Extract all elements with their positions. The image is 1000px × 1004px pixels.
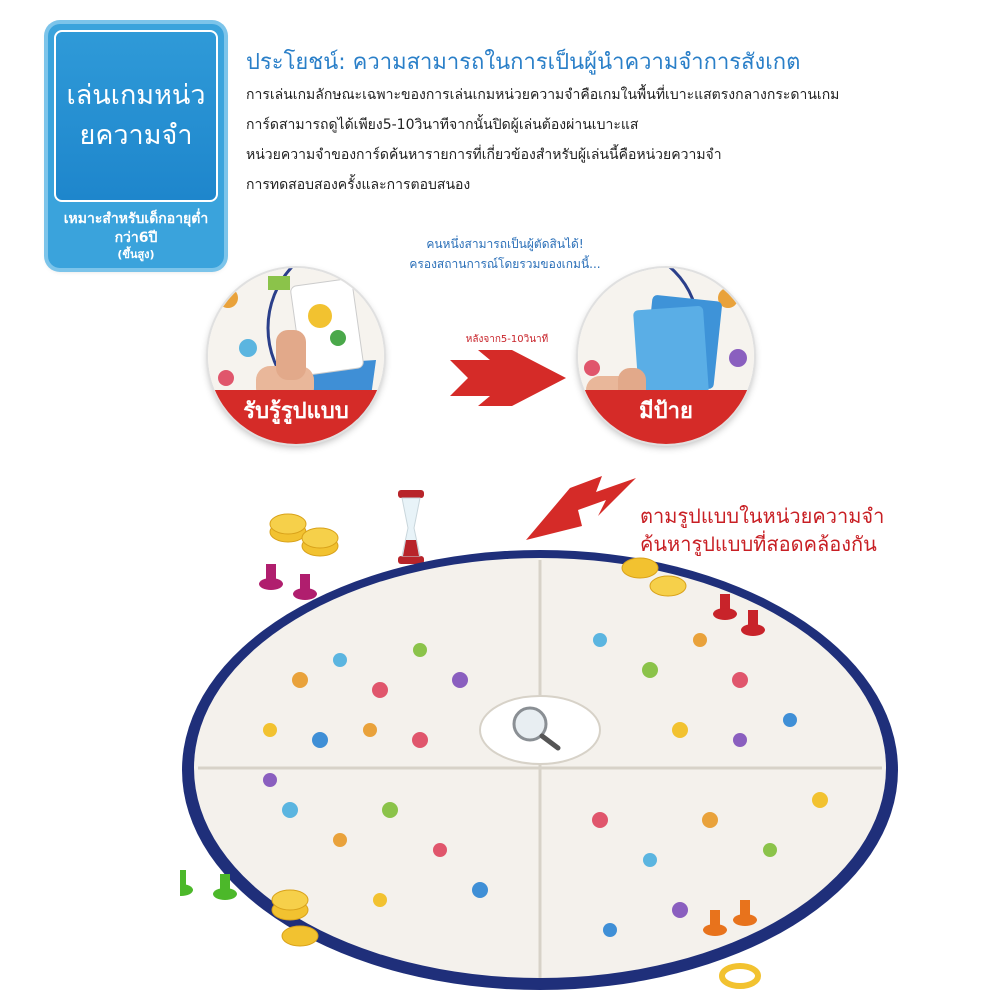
badge-title-panel: เล่นเกมหน่วยความจำ bbox=[54, 30, 218, 202]
age-badge: เล่นเกมหน่วยความจำ เหมาะสำหรับเด็กอายุต่… bbox=[48, 24, 224, 268]
badge-age-note: (ขึ้นสูง) bbox=[117, 248, 155, 261]
description-line: การทดสอบสองครั้งและการตอบสนอง bbox=[246, 177, 471, 193]
description-line: หน่วยความจำของการ์ดค้นหารายการที่เกี่ยวข… bbox=[246, 147, 722, 163]
callout-line: ตามรูปแบบในหน่วยความจำ bbox=[640, 504, 885, 528]
judge-note: คนหนึ่งสามารถเป็นผู้ตัดสินได้! ครองสถานก… bbox=[340, 234, 670, 274]
judge-note-line: ครองสถานการณ์โดยรวมของเกมนี้... bbox=[409, 257, 601, 271]
board-pictures bbox=[263, 633, 828, 937]
timing-label: หลังจาก5-10วินาที bbox=[465, 334, 549, 345]
judge-note-line: คนหนึ่งสามารถเป็นผู้ตัดสินได้! bbox=[426, 237, 584, 251]
search-callout: ตามรูปแบบในหน่วยความจำ ค้นหารูปแบบที่สอด… bbox=[640, 502, 960, 558]
game-board-scene bbox=[169, 490, 1000, 1004]
badge-title: เล่นเกมหน่วยความจำ bbox=[66, 80, 206, 151]
badge-subtitle: เหมาะสำหรับเด็กอายุต่ำกว่า6ปี (ขึ้นสูง) bbox=[54, 210, 218, 262]
step2-photo: มีป้าย bbox=[578, 268, 754, 444]
benefit-headline: ประโยชน์: ความสามารถในการเป็นผู้นำความจำ… bbox=[246, 50, 801, 75]
description-line: การเล่นเกมลักษณะเฉพาะของการเล่นเกมหน่วยค… bbox=[246, 87, 840, 103]
step1-label: รับรู้รูปแบบ bbox=[208, 390, 384, 444]
description-line: การ์ดสามารถดูได้เพียง5-10วินาทีจากนั้นปิ… bbox=[246, 117, 639, 133]
yellow-chips-icon bbox=[269, 513, 761, 989]
magnifier-icon bbox=[512, 706, 561, 751]
right-arrow-icon bbox=[450, 350, 566, 406]
step1-photo: รับรู้รูปแบบ bbox=[208, 268, 384, 444]
badge-age-text: เหมาะสำหรับเด็กอายุต่ำกว่า6ปี bbox=[63, 211, 209, 246]
step2-label: มีป้าย bbox=[578, 390, 754, 444]
callout-line: ค้นหารูปแบบที่สอดคล้องกัน bbox=[640, 532, 877, 556]
down-left-arrow-icon bbox=[526, 476, 636, 540]
description-block: การเล่นเกมลักษณะเฉพาะของการเล่นเกมหน่วยค… bbox=[246, 84, 886, 204]
sand-timer-icon bbox=[398, 490, 424, 564]
game-board-illustration bbox=[169, 490, 898, 990]
